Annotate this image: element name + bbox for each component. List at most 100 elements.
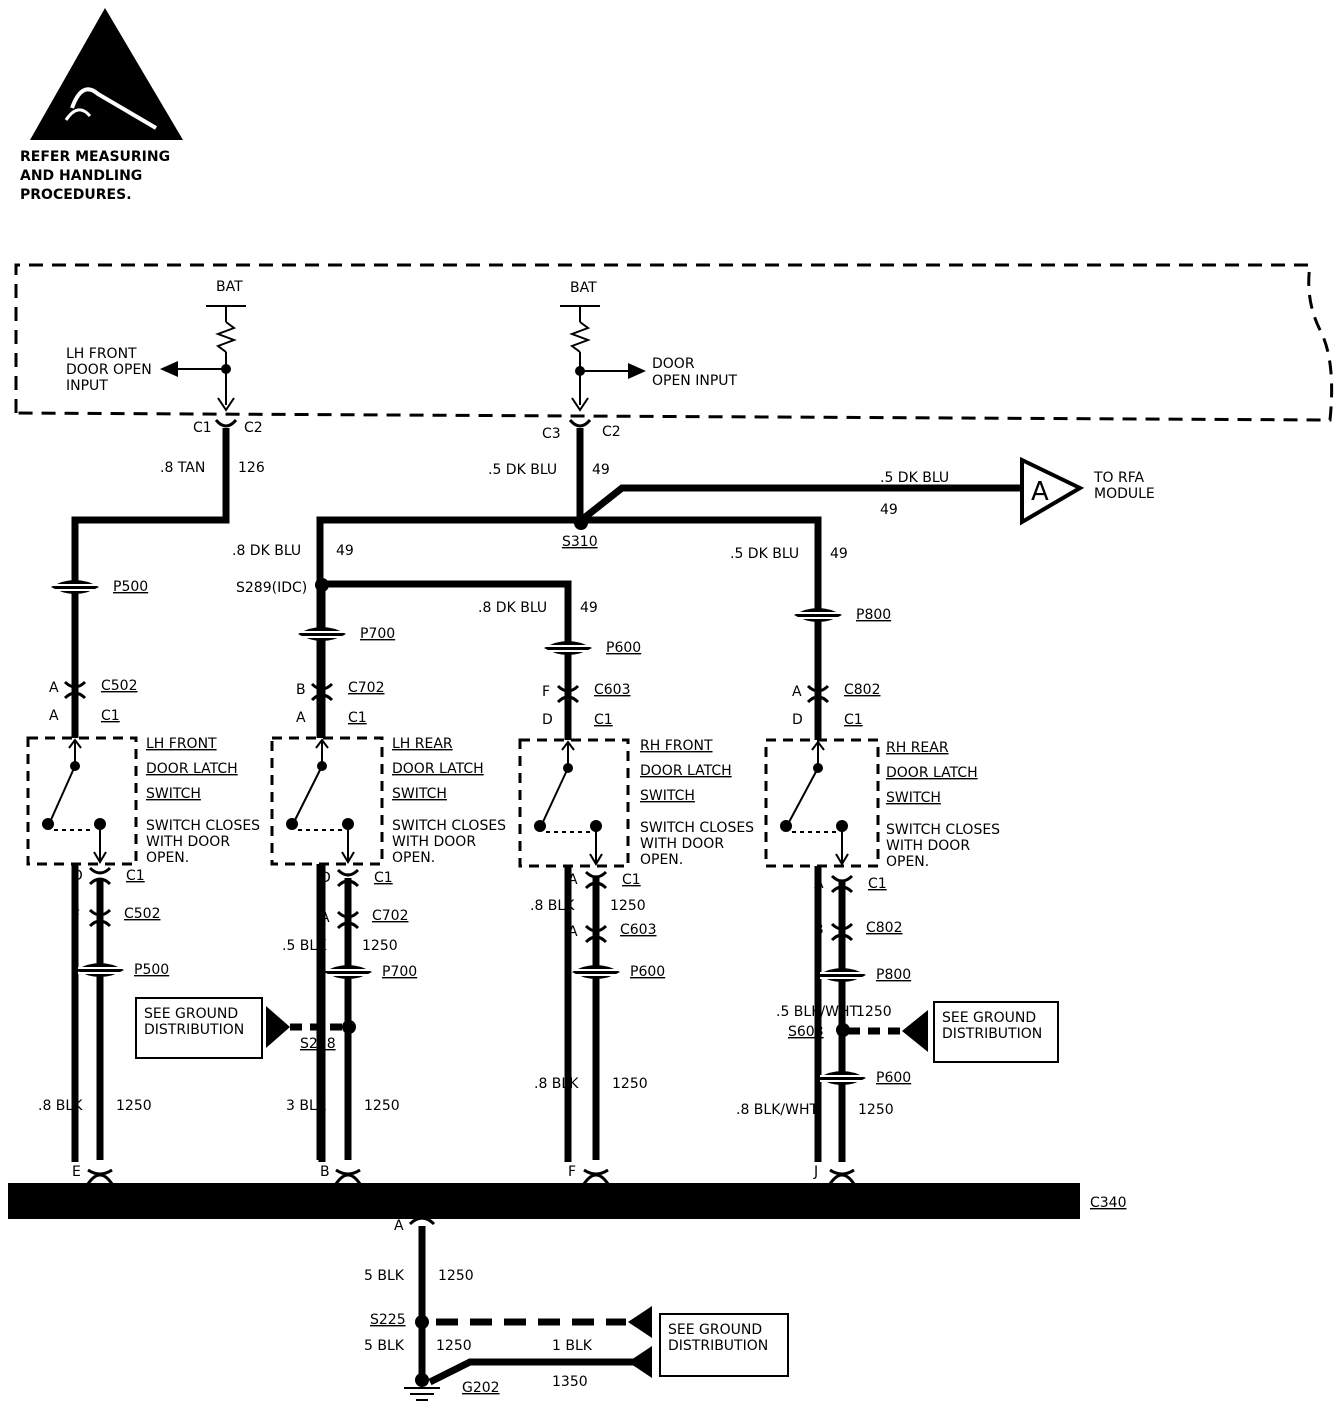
lh-front-title-2: DOOR LATCH [146, 761, 238, 777]
ground-box-bottom-line-1: SEE GROUND [668, 1322, 762, 1338]
rh-front-c340-receptacle [582, 1173, 610, 1185]
lh-rear-passthru-top [298, 627, 346, 641]
ground-left-arrow-icon [266, 1006, 290, 1048]
left-battery-feed [175, 305, 246, 405]
offpage-letter: A [1031, 477, 1049, 507]
rh-rear-upper-connector [806, 684, 830, 704]
splice-s225-dot [415, 1315, 429, 1329]
main-feed-size: .5 DK BLU [488, 462, 557, 478]
rh-rear-note-2: WITH DOOR [886, 838, 970, 854]
lr-branch-circuit: 49 [336, 543, 354, 559]
rh-rear-mid-wire-size: .5 BLK/WHT [776, 1004, 858, 1020]
lh-rear-upper-connector [310, 682, 334, 702]
lh-rear-lower-pin: A [320, 910, 330, 926]
ground-box-left [135, 997, 263, 1059]
module-connector-right [568, 418, 592, 428]
rh-front-c340-plug [583, 1168, 609, 1176]
conn-c3-label: C3 [542, 426, 561, 442]
rh-rear-c340-pin: J [813, 1164, 818, 1180]
rh-rear-passthru-bottom-label: P800 [876, 967, 911, 983]
lh-rear-switch-box [270, 736, 384, 866]
lh-front-ground-wire-circuit: 1250 [116, 1098, 152, 1114]
rh-front-upper-conn: C603 [594, 682, 631, 698]
rh-rear-upper-pin: A [792, 684, 802, 700]
lh-feed-circuit: 126 [238, 460, 265, 476]
offpage-label-1: TO RFA [1093, 470, 1145, 486]
lh-rear-c340-receptacle [334, 1173, 362, 1185]
lh-front-note-3: OPEN. [146, 850, 189, 866]
right-battery-feed [560, 305, 630, 405]
lh-rear-title-3: SWITCH [392, 786, 447, 802]
rh-rear-passthru-extra-label: P600 [876, 1070, 911, 1086]
rh-rear-sw-conn-bottom: C1 [868, 876, 887, 892]
rh-rear-ground-wire-circuit: 1250 [858, 1102, 894, 1118]
ground-box-right [933, 1001, 1059, 1063]
ground-bottom-arrow-lower-icon [628, 1346, 652, 1378]
lh-front-c340-plug [87, 1168, 113, 1176]
right-input-arrow-icon [628, 363, 646, 379]
splice-s310-label: S310 [562, 534, 598, 550]
bottom-ground-size: 5 BLK [364, 1338, 405, 1354]
right-pin-arrow-icon [571, 397, 589, 412]
ground-right-arrow-icon [902, 1010, 928, 1052]
bottom-trunk-size: 5 BLK [364, 1268, 405, 1284]
lh-front-passthru-bottom [76, 963, 124, 977]
rh-front-mid-wire-size: .8 BLK [530, 898, 575, 914]
ground-bottom-arrow-upper-icon [628, 1306, 652, 1338]
lh-front-sw-conn-top: C1 [101, 708, 120, 724]
lh-rear-sw-conn-bottom: C1 [374, 870, 393, 886]
lh-rear-switch-icon [286, 738, 355, 864]
splice-s289-dot [315, 578, 329, 592]
module-connector-left [214, 418, 238, 428]
warning-line-3: PROCEDURES. [20, 187, 132, 203]
lh-rear-title-2: DOOR LATCH [392, 761, 484, 777]
lh-front-upper-pin: A [49, 680, 59, 696]
lh-rear-sw-pin-top: A [296, 710, 306, 726]
rh-front-switch-box [518, 738, 630, 868]
rh-front-ground-wire-circuit: 1250 [612, 1076, 648, 1092]
rh-front-note-1: SWITCH CLOSES [640, 820, 754, 836]
lh-rear-upper-conn: C702 [348, 680, 385, 696]
lr-branch-size: .8 DK BLU [232, 543, 301, 559]
conn-c2-left-label: C2 [244, 420, 263, 436]
lh-rear-passthru-bottom-label: P700 [382, 964, 417, 980]
rh-front-sw-pin-bottom: A [568, 872, 578, 888]
splice-s218-dot [342, 1020, 356, 1034]
lh-front-title-3: SWITCH [146, 786, 201, 802]
splice-s603-label: S603 [788, 1024, 824, 1040]
lh-front-upper-connector [63, 680, 87, 700]
rh-rear-sw-pin-top: D [792, 712, 803, 728]
rh-rear-sw-conn-top: C1 [844, 712, 863, 728]
lh-front-passthru-top [51, 580, 99, 594]
rh-rear-lower-pin: B [814, 922, 824, 938]
lh-front-switch-box [26, 736, 138, 866]
right-input-node [575, 366, 585, 376]
rr-branch-circuit: 49 [830, 546, 848, 562]
lh-feed-size: .8 TAN [160, 460, 205, 476]
ground-box-right-line-1: SEE GROUND [942, 1010, 1036, 1026]
bottom-branch-size: 1 BLK [552, 1338, 593, 1354]
rh-front-sw-pin-top: D [542, 712, 553, 728]
rh-front-lower-connector [584, 924, 608, 944]
bottom-branch-circuit: 1350 [552, 1374, 588, 1390]
lh-front-lower-connector [88, 908, 112, 928]
lh-rear-sw-bottom-connector [336, 868, 360, 888]
ground-box-right-line-2: DISTRIBUTION [942, 1026, 1042, 1042]
conn-c1-label: C1 [193, 420, 212, 436]
lh-rear-mid-wire-circuit: 1250 [362, 938, 398, 954]
lh-rear-lower-conn: C702 [372, 908, 409, 924]
module-outline [14, 263, 1334, 422]
lh-front-lower-conn: C502 [124, 906, 161, 922]
warning-line-2: AND HANDLING [20, 168, 142, 184]
rh-front-passthru-bottom [572, 965, 620, 979]
ground-box-left-line-2: DISTRIBUTION [144, 1022, 244, 1038]
rh-rear-upper-conn: C802 [844, 682, 881, 698]
rh-front-note-2: WITH DOOR [640, 836, 724, 852]
left-input-arrow-icon [160, 361, 178, 377]
lower-wires [96, 878, 846, 1162]
rh-rear-lower-connector [830, 922, 854, 942]
left-pin-arrow-icon [217, 397, 235, 412]
c340-pin-a: A [394, 1218, 404, 1234]
ground-box-bottom [659, 1313, 789, 1377]
